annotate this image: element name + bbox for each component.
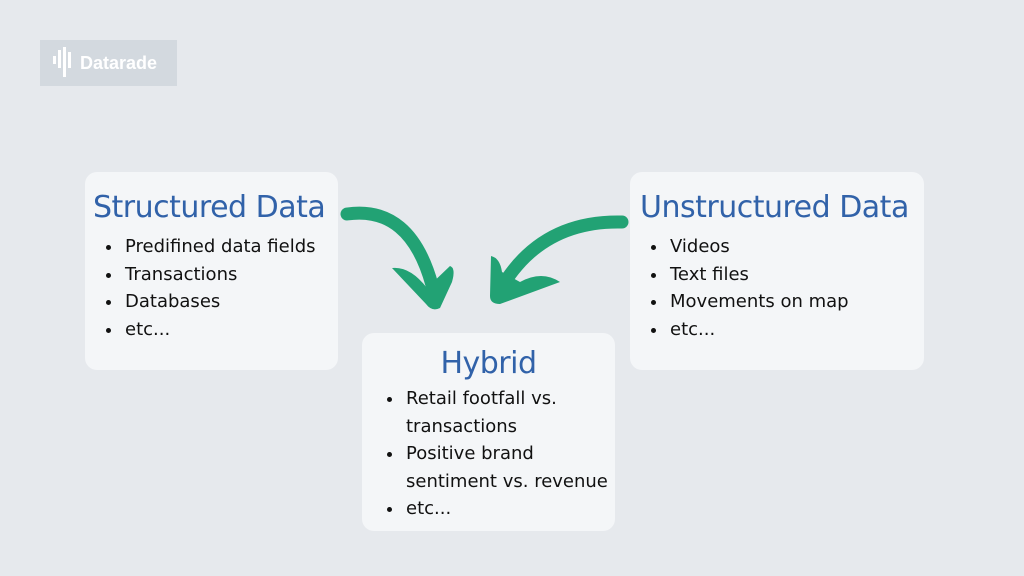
card-title: Unstructured Data [640,190,909,225]
list-item: Movements on map [668,288,924,316]
list-item: Transactions [123,261,338,289]
logo-text: Datarade [80,52,158,73]
list-item: Databases [123,288,338,316]
card-title: Hybrid [440,346,537,381]
right-curved-arrow-icon [490,215,629,304]
list-item: Retail footfall vs. transactions [404,385,615,440]
logo-bars-icon [53,47,71,77]
list-item: Text files [668,261,924,289]
card-title: Structured Data [93,190,326,225]
list-item: etc... [668,316,924,344]
list-item: etc... [123,316,338,344]
hybrid-card: Hybrid Retail footfall vs. transactions … [362,333,615,531]
datarade-logo: Datarade [40,40,177,86]
structured-data-card: Structured Data Predifined data fields T… [85,172,338,370]
left-curved-arrow-icon [340,206,454,310]
unstructured-data-card: Unstructured Data Videos Text files Move… [630,172,924,370]
list-item: etc... [404,495,615,523]
list-item: Predifined data fields [123,233,338,261]
list-item: Positive brand sentiment vs. revenue [404,440,615,495]
list-item: Videos [668,233,924,261]
